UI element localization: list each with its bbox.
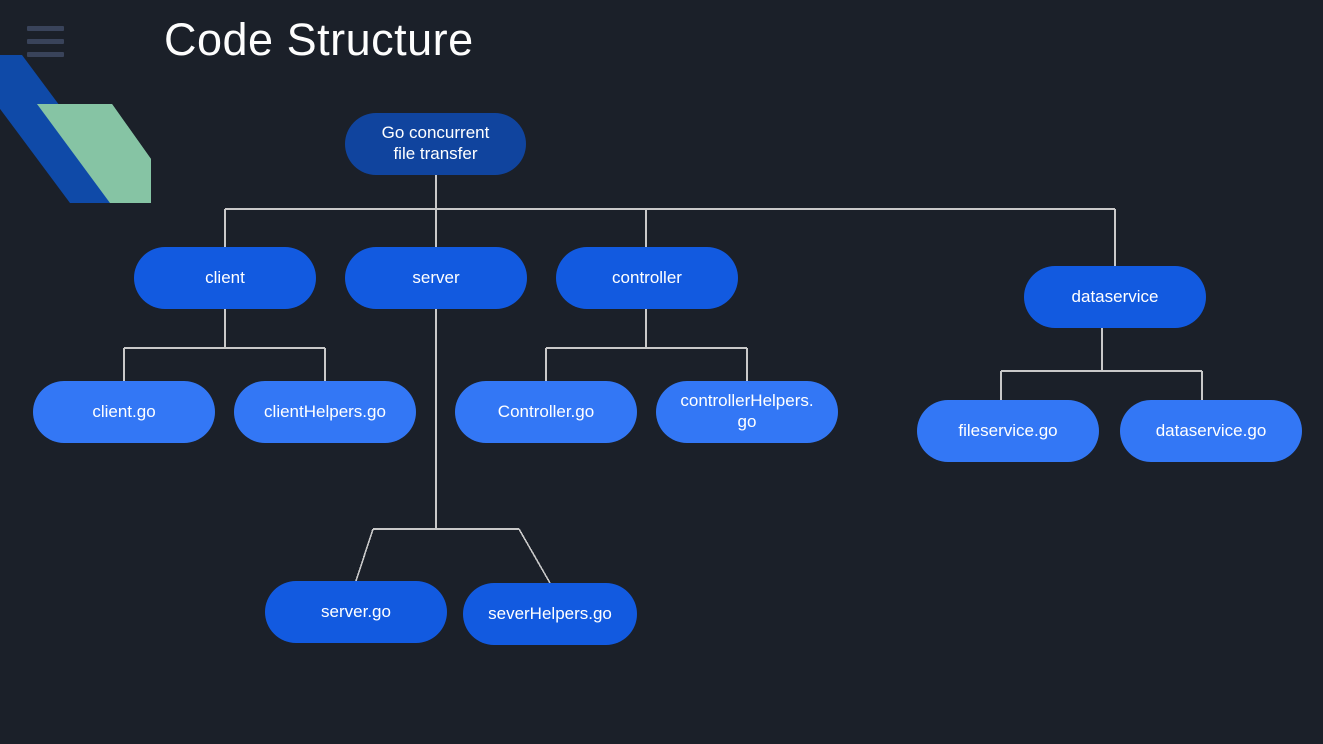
node-severhelpers-go-label: severHelpers.go: [488, 603, 612, 623]
node-root-line1: Go concurrent: [381, 123, 490, 143]
node-clienthelpers-go[interactable]: clientHelpers.go: [234, 381, 416, 443]
node-dataservice-go-label: dataservice.go: [1155, 420, 1267, 440]
node-dataservice-go[interactable]: dataservice.go: [1120, 400, 1302, 462]
node-server-label: server: [412, 267, 460, 287]
node-root[interactable]: Go concurrent file transfer: [345, 113, 526, 175]
node-client-label: client: [205, 267, 245, 287]
node-server-go[interactable]: server.go: [265, 581, 447, 643]
node-controllerhelpers-go[interactable]: controllerHelpers. go: [656, 381, 838, 443]
node-dataservice-label: dataservice: [1071, 286, 1159, 306]
hamburger-menu-icon[interactable]: [27, 26, 64, 60]
node-controllerhelpers-line2: go: [737, 412, 757, 431]
node-controllerhelpers-go-label: controllerHelpers. go: [680, 391, 813, 432]
edge-server-severhelpers: [518, 528, 551, 584]
node-client-go[interactable]: client.go: [33, 381, 215, 443]
node-clienthelpers-go-label: clientHelpers.go: [264, 401, 386, 421]
node-controllerhelpers-line1: controllerHelpers.: [680, 391, 814, 411]
node-fileservice-go[interactable]: fileservice.go: [917, 400, 1099, 462]
node-server-go-label: server.go: [321, 601, 391, 621]
node-controller-label: controller: [612, 267, 682, 287]
hamburger-bar-3: [27, 52, 64, 57]
hamburger-bar-1: [27, 26, 64, 31]
node-client-go-label: client.go: [92, 401, 156, 421]
hamburger-bar-2: [27, 39, 64, 44]
node-severhelpers-go[interactable]: severHelpers.go: [463, 583, 637, 645]
node-controller-go[interactable]: Controller.go: [455, 381, 637, 443]
page-title: Code Structure: [164, 14, 474, 65]
node-client[interactable]: client: [134, 247, 316, 309]
node-server[interactable]: server: [345, 247, 527, 309]
node-dataservice[interactable]: dataservice: [1024, 266, 1206, 328]
node-controller-go-label: Controller.go: [497, 401, 595, 421]
node-root-line2: file transfer: [393, 144, 478, 163]
edge-server-servergo: [355, 528, 374, 582]
node-controller[interactable]: controller: [556, 247, 738, 309]
node-root-label: Go concurrent file transfer: [382, 123, 490, 164]
node-fileservice-go-label: fileservice.go: [958, 420, 1058, 440]
